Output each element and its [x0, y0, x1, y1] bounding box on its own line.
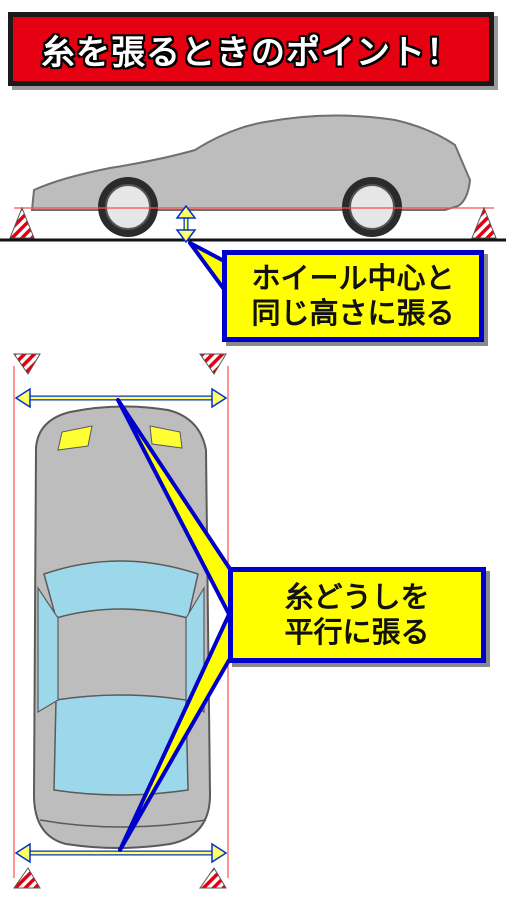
double-arrow-icon — [14, 387, 228, 409]
double-arrow-icon — [175, 204, 197, 244]
parallel-callout-line-1: 糸どうしを — [284, 579, 430, 614]
wheel-callout-line-2: 同じ高さに張る — [251, 296, 455, 330]
front-wheel — [98, 177, 158, 237]
page-title: 糸を張るときのポイント！ — [41, 32, 461, 73]
red-white-striped-stand-icon — [471, 206, 497, 239]
parallel-callout-line-2: 平行に張る — [284, 615, 430, 649]
red-white-striped-stand-icon — [199, 353, 227, 375]
title-banner: 糸を張るときのポイント！ — [8, 12, 494, 86]
wheel-height-callout: ホイール中心と 同じ高さに張る — [222, 250, 484, 342]
red-white-striped-stand-icon — [13, 867, 41, 889]
red-white-striped-stand-icon — [13, 353, 41, 375]
double-arrow-icon — [14, 842, 228, 864]
red-white-striped-stand-icon — [199, 867, 227, 889]
rear-wheel — [342, 177, 402, 237]
wheel-callout-line-1: ホイール中心と — [251, 260, 455, 295]
callout-pointer-wheel — [188, 241, 228, 294]
side-view-car-icon — [30, 114, 472, 237]
parallel-callout: 糸どうしを 平行に張る — [228, 567, 486, 663]
red-white-striped-stand-icon — [9, 206, 35, 239]
top-view-car-icon — [32, 405, 212, 849]
